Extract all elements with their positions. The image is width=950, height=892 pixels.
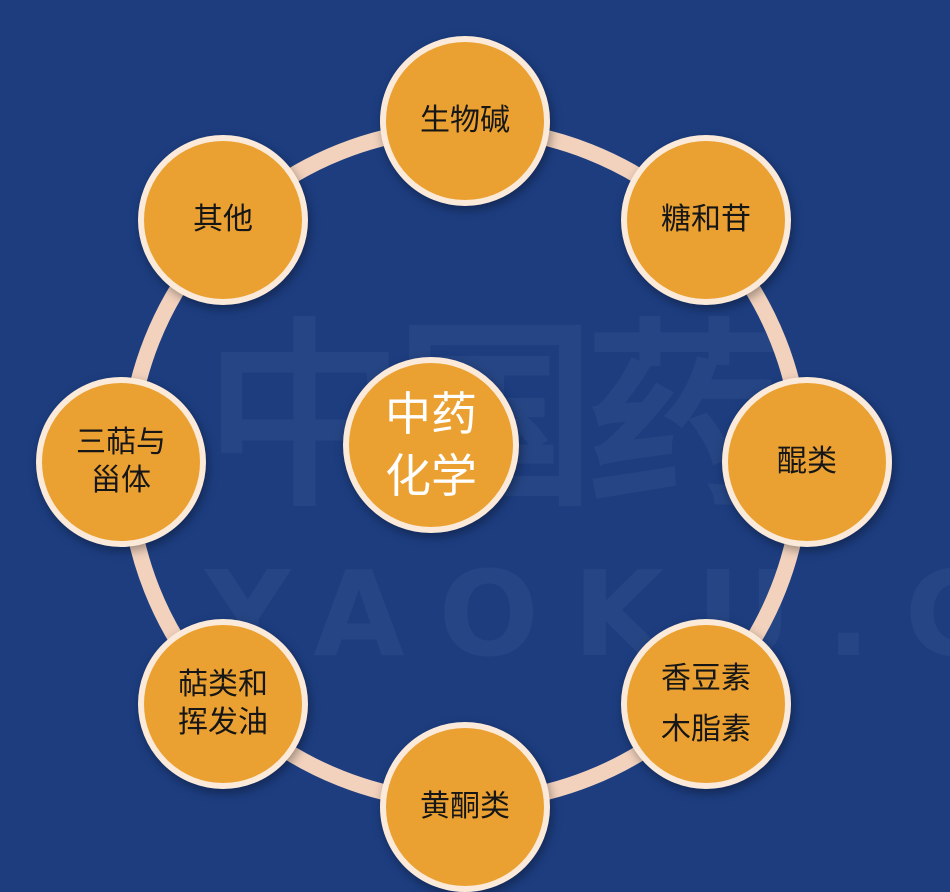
node-label: 黄酮类	[420, 788, 510, 824]
node-label: 生物碱	[420, 102, 510, 138]
node-triterpenes-steroids: 三萜与 甾体	[36, 377, 206, 547]
diagram-stage: 中国药 YAOKU.CO 中药 化学 生物碱 糖和苷 醌类 香豆素 木脂素 黄酮…	[36, 36, 892, 892]
node-label: 糖和苷	[661, 201, 751, 237]
node-terpenes-volatile-oils: 萜类和 挥发油	[138, 619, 308, 789]
node-alkaloids: 生物碱	[380, 36, 550, 206]
node-label-line2: 木脂素	[661, 712, 751, 747]
center-label-line2: 化学	[385, 449, 477, 503]
node-label-line2: 甾体	[91, 463, 151, 498]
center-node-tcm-chemistry: 中药 化学	[343, 357, 519, 533]
node-label-line1: 香豆素	[661, 661, 751, 696]
node-label: 其他	[193, 201, 253, 237]
node-coumarins-lignans: 香豆素 木脂素	[621, 619, 791, 789]
node-label-line1: 萜类和	[178, 666, 268, 702]
node-label-line1: 三萜与	[76, 424, 166, 460]
node-quinones: 醌类	[722, 377, 892, 547]
node-others: 其他	[138, 135, 308, 305]
node-label: 醌类	[777, 443, 837, 479]
node-flavonoids: 黄酮类	[380, 722, 550, 892]
center-label-line1: 中药	[385, 386, 477, 441]
node-label-line2: 挥发油	[178, 705, 268, 740]
node-sugars-glycosides: 糖和苷	[621, 135, 791, 305]
